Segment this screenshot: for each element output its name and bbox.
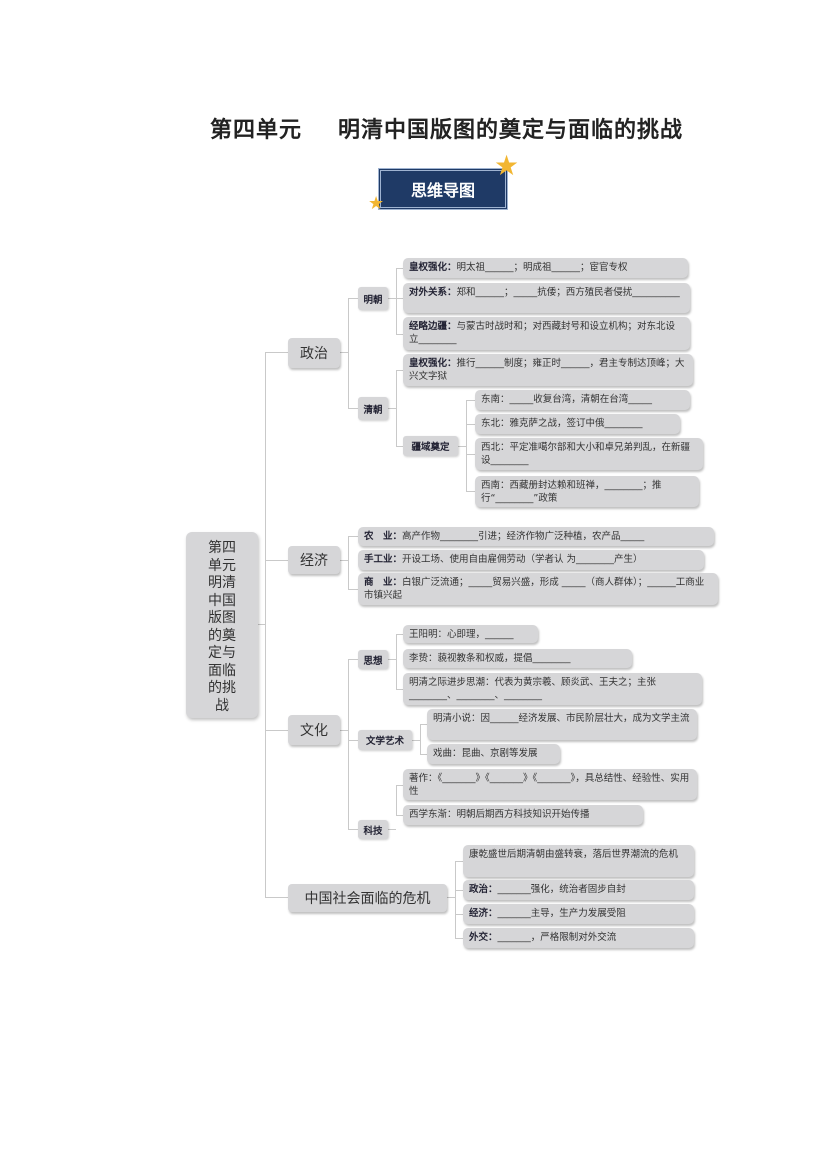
item-text: 郑和______；_____抗倭；西方殖民者侵扰__________ (456, 287, 680, 298)
item-key: 对外关系： (409, 287, 457, 298)
ming-item: 对外关系：郑和______；_____抗倭；西方殖民者侵扰__________ (403, 283, 690, 313)
crisis-item: 经济：_______主导，生产力发展受阻 (463, 904, 694, 924)
crisis-item: 康乾盛世后期清朝由盛转衰，落后世界潮流的危机 (463, 845, 694, 877)
root-line: 面临 (208, 662, 236, 679)
economy-item: 手工业：开设工场、使用自由雇佣劳动（学者认 为________产生） (358, 550, 704, 570)
root-line: 的挑 (208, 680, 236, 696)
unit-name: 明清中国版图的奠定与面临的挑战 (338, 118, 684, 143)
territory-item: 东北：雅克萨之战，签订中俄________ (475, 414, 680, 434)
page-title: 第四单元 明清中国版图的奠定与面临的挑战 (0, 112, 827, 144)
root-line: 单元 (208, 557, 236, 574)
star-icon: ★ (368, 193, 385, 214)
item-key: 皇权强化： (409, 358, 457, 369)
item-key: 经济： (469, 908, 498, 919)
item-key: 皇权强化： (409, 262, 457, 273)
item-text: 白银广泛流通；_____贸易兴盛，形成 _____（商人群体）；______工商… (364, 577, 705, 601)
unit-number: 第四单元 (209, 118, 302, 143)
node-crisis: 中国社会面临的危机 (288, 884, 447, 912)
root-line: 定与 (208, 645, 236, 661)
node-arts: 文学艺术 (358, 730, 412, 750)
star-icon: ★ (494, 149, 520, 182)
territory-item: 西南：西藏册封达赖和班禅，________；推行“________”政策 (475, 476, 699, 507)
node-culture: 文化 (288, 715, 340, 745)
item-text: _______，严格限制对外交流 (497, 932, 617, 943)
thought-item: 王阳明：心即理，______ (403, 625, 538, 643)
economy-item: 商 业：白银广泛流通；_____贸易兴盛，形成 _____（商人群体）；____… (358, 573, 718, 605)
arts-item: 戏曲：昆曲、京剧等发展 (427, 744, 560, 764)
node-economy: 经济 (288, 546, 340, 574)
ming-item: 皇权强化：明太祖______；明成祖______；宦官专权 (403, 258, 688, 278)
crisis-item: 外交：_______，严格限制对外交流 (463, 928, 694, 948)
mindmap-badge: 思维导图 (378, 168, 508, 210)
root-line: 中国 (208, 592, 236, 609)
ming-item: 经略边疆：与蒙古时战时和；对西藏封号和设立机构；对东北设立________ (403, 317, 690, 350)
economy-item: 农 业：高产作物________引进；经济作物广泛种植，农产品_____ (358, 527, 714, 546)
node-science: 科技 (358, 820, 388, 839)
item-key: 手工业： (364, 554, 403, 565)
qing-item: 皇权强化：推行______制度；雍正时______，君主专制达顶峰；大兴文字狱 (403, 354, 693, 386)
item-text: 高产作物________引进；经济作物广泛种植，农产品_____ (402, 531, 645, 542)
item-key: 商 业： (364, 577, 403, 588)
item-text: 康乾盛世后期清朝由盛转衰，落后世界潮流的危机 (469, 849, 679, 860)
root-line: 明清 (208, 575, 236, 591)
thought-item: 李贽：藐视教条和权威，提倡________ (403, 649, 632, 668)
item-text: 开设工场、使用自由雇佣劳动（学者认 为________产生） (402, 554, 643, 565)
node-ming: 明朝 (358, 287, 388, 310)
item-text: _______强化，统治者固步自封 (497, 884, 626, 895)
node-qing: 清朝 (358, 397, 388, 420)
crisis-item: 政治：_______强化，统治者固步自封 (463, 880, 694, 900)
item-key: 农 业： (364, 531, 403, 542)
item-key: 政治： (469, 884, 498, 895)
territory-item: 西北：平定准噶尔部和大小和卓兄弟判乱，在新疆设________ (475, 438, 703, 470)
item-text: 明太祖______；明成祖______；宦官专权 (456, 262, 628, 273)
arts-item: 明清小说：因______经济发展、市民阶层壮大，成为文学主流 (427, 709, 697, 740)
item-key: 外交： (469, 932, 498, 943)
territory-item: 东南：_____收复台湾，清朝在台湾_____ (475, 390, 690, 410)
root-line: 第四 (208, 540, 236, 556)
root-line: 的奠 (208, 627, 236, 644)
root-line: 战 (215, 697, 229, 714)
root-node: 第四单元明清中国版图的奠定与面临的挑战 (186, 532, 258, 718)
item-text: _______主导，生产力发展受阻 (497, 908, 626, 919)
item-text: 推行______制度；雍正时______，君主专制达顶峰；大兴文字狱 (409, 358, 685, 382)
node-politics: 政治 (288, 338, 340, 368)
node-thought: 思想 (358, 650, 388, 669)
root-line: 版图 (208, 610, 236, 626)
item-key: 经略边疆： (409, 321, 457, 332)
node-territory: 疆域奠定 (403, 436, 458, 456)
item-text: 与蒙古时战时和；对西藏封号和设立机构；对东北设立________ (409, 321, 676, 345)
science-item: 西学东渐：明朝后期西方科技知识开始传播 (403, 805, 643, 825)
science-item: 著作：《_______》《_______》《_______》，具总结性、经验性、… (403, 769, 697, 800)
thought-item: 明清之际进步思潮：代表为黄宗羲、顾炎武、王夫之；主张________、_____… (403, 673, 702, 705)
